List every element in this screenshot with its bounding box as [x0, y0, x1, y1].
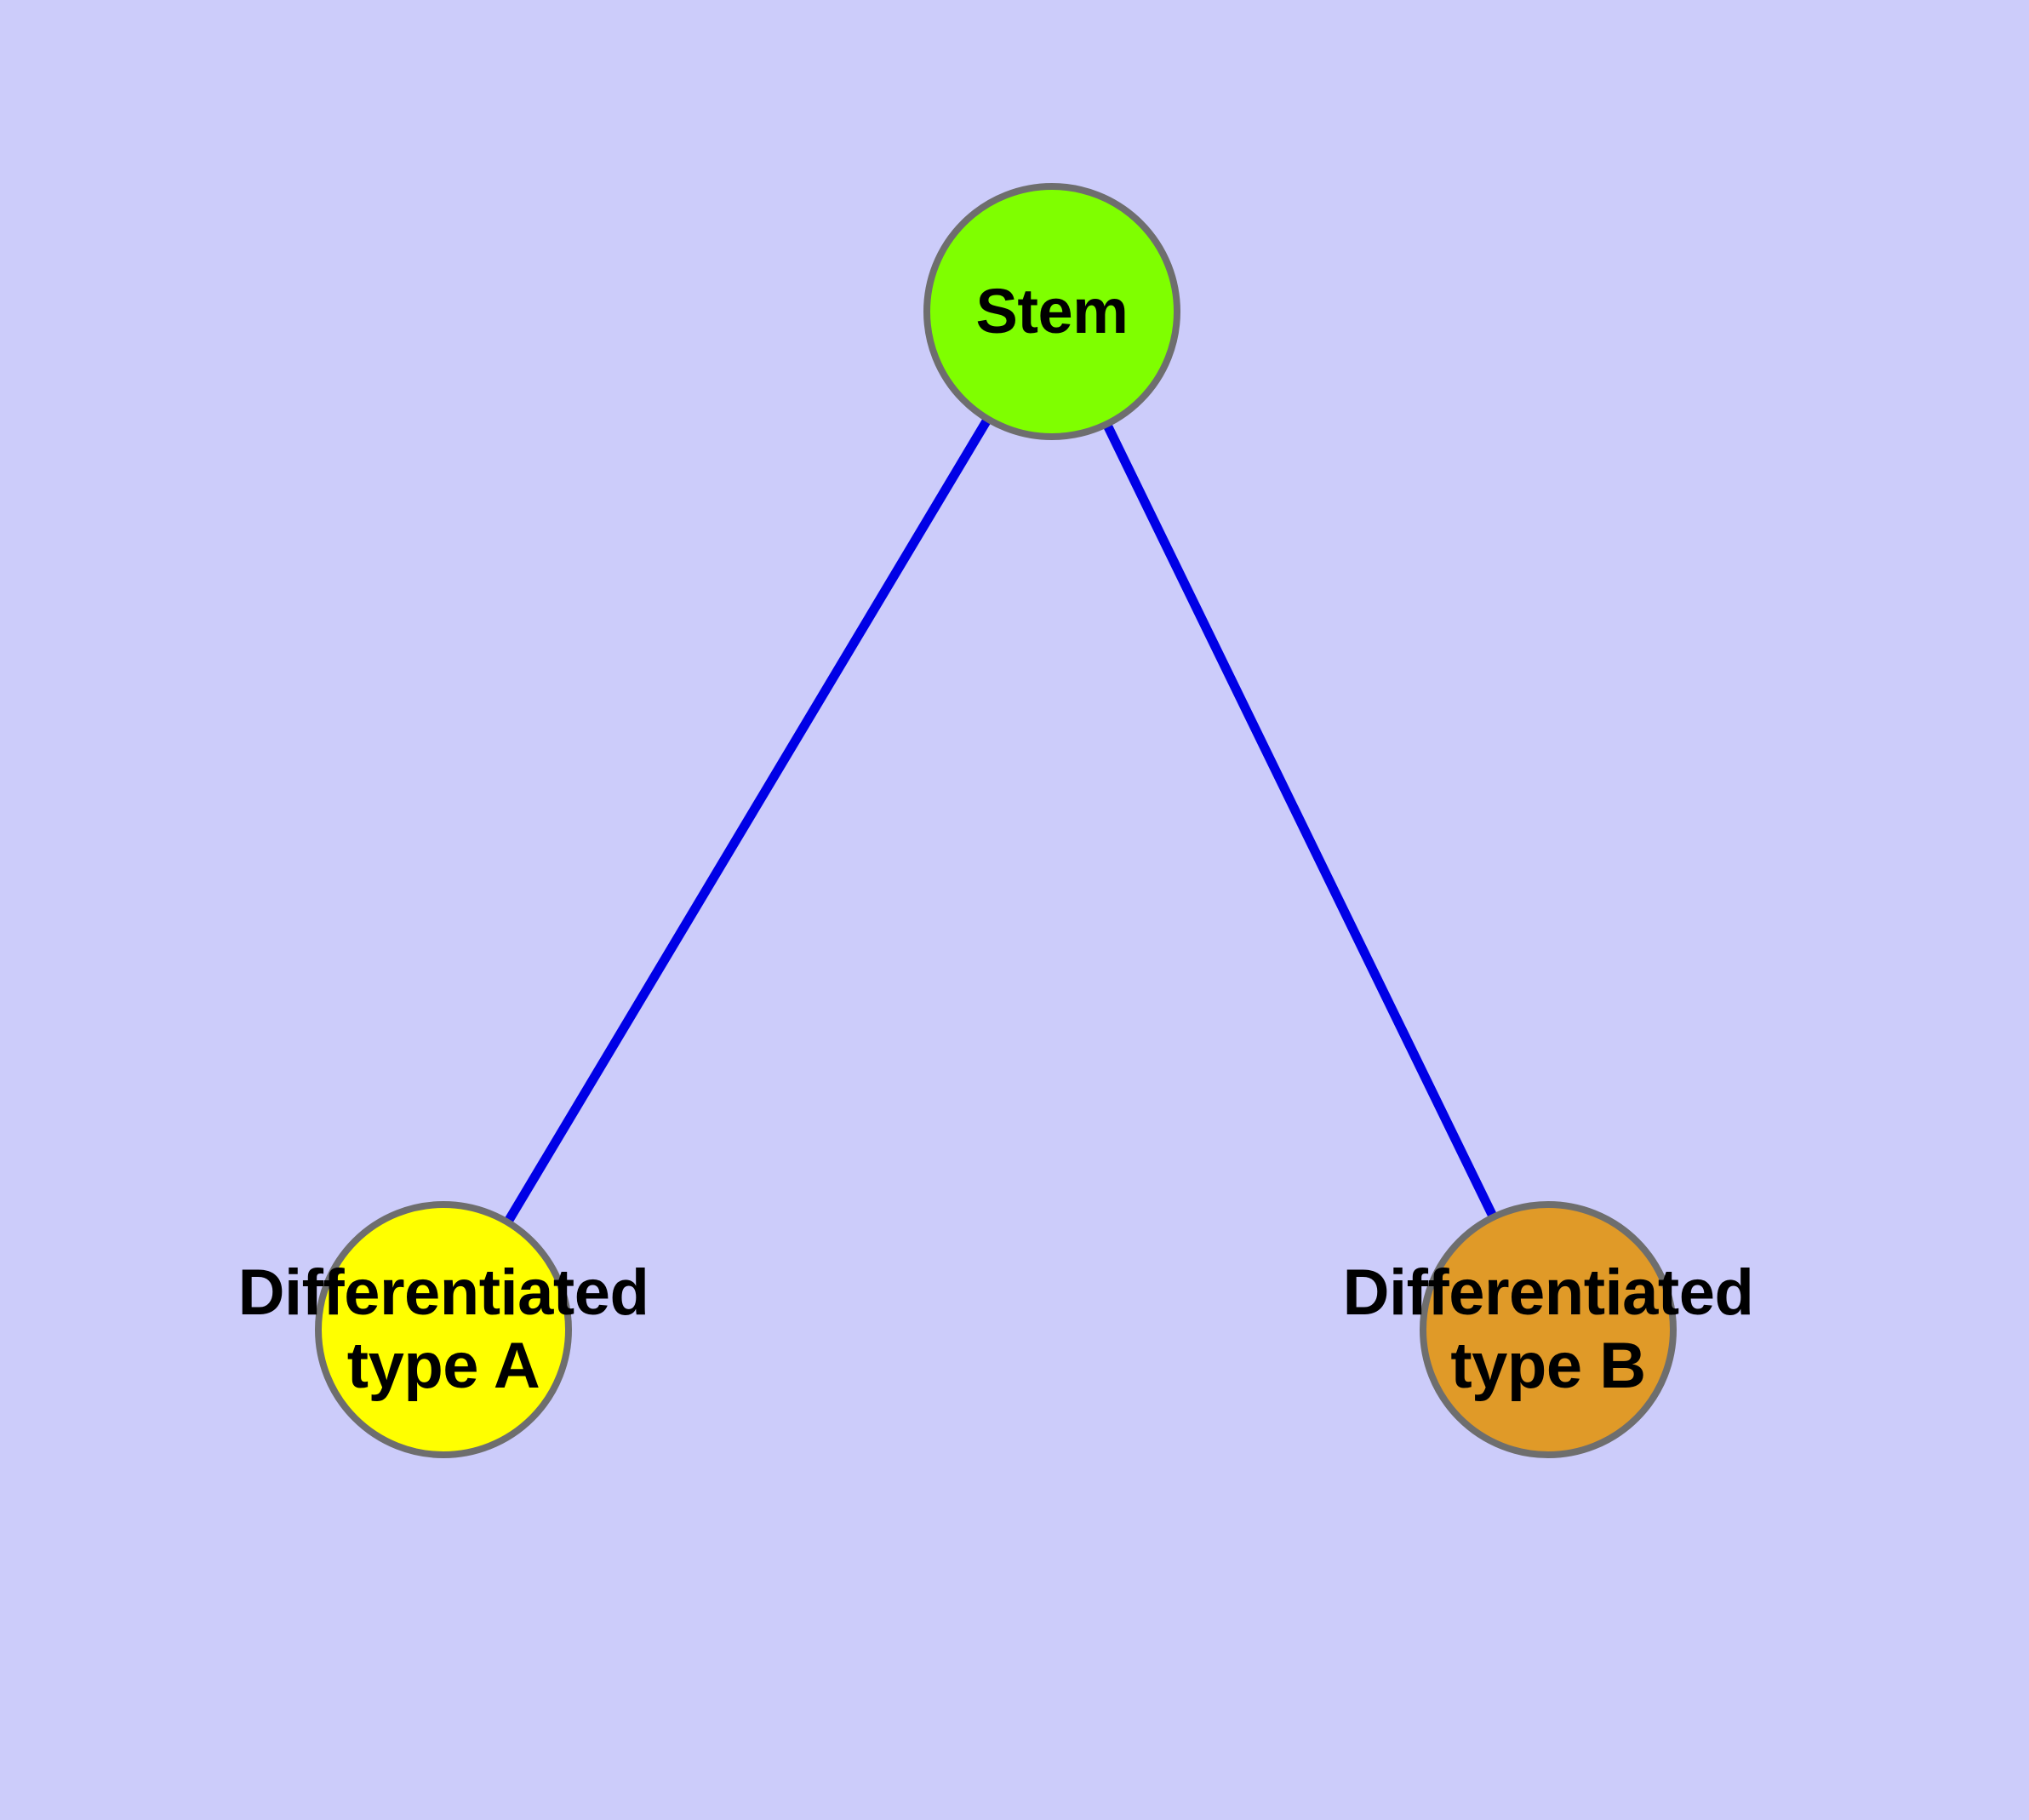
- node-label-differentiated-type-b-line-1: Differentiated: [1342, 1256, 1754, 1329]
- edge-stem-to-type-a: [439, 309, 1056, 1332]
- node-label-differentiated-type-b-line-2: type B: [1450, 1329, 1646, 1402]
- node-label-stem: Stem: [797, 276, 1307, 347]
- node-label-stem-line-1: Stem: [975, 276, 1129, 346]
- node-label-differentiated-type-a-line-1: Differentiated: [237, 1256, 649, 1329]
- node-label-differentiated-type-b: Differentiated type B: [1293, 1256, 1803, 1403]
- node-stem[interactable]: [923, 183, 1180, 440]
- node-differentiated-type-a[interactable]: [315, 1201, 572, 1458]
- node-label-differentiated-type-a-line-2: type A: [346, 1329, 540, 1402]
- node-differentiated-type-b[interactable]: [1420, 1201, 1677, 1458]
- node-label-differentiated-type-a: Differentiated type A: [188, 1256, 699, 1403]
- edge-stem-to-type-b: [1048, 309, 1552, 1332]
